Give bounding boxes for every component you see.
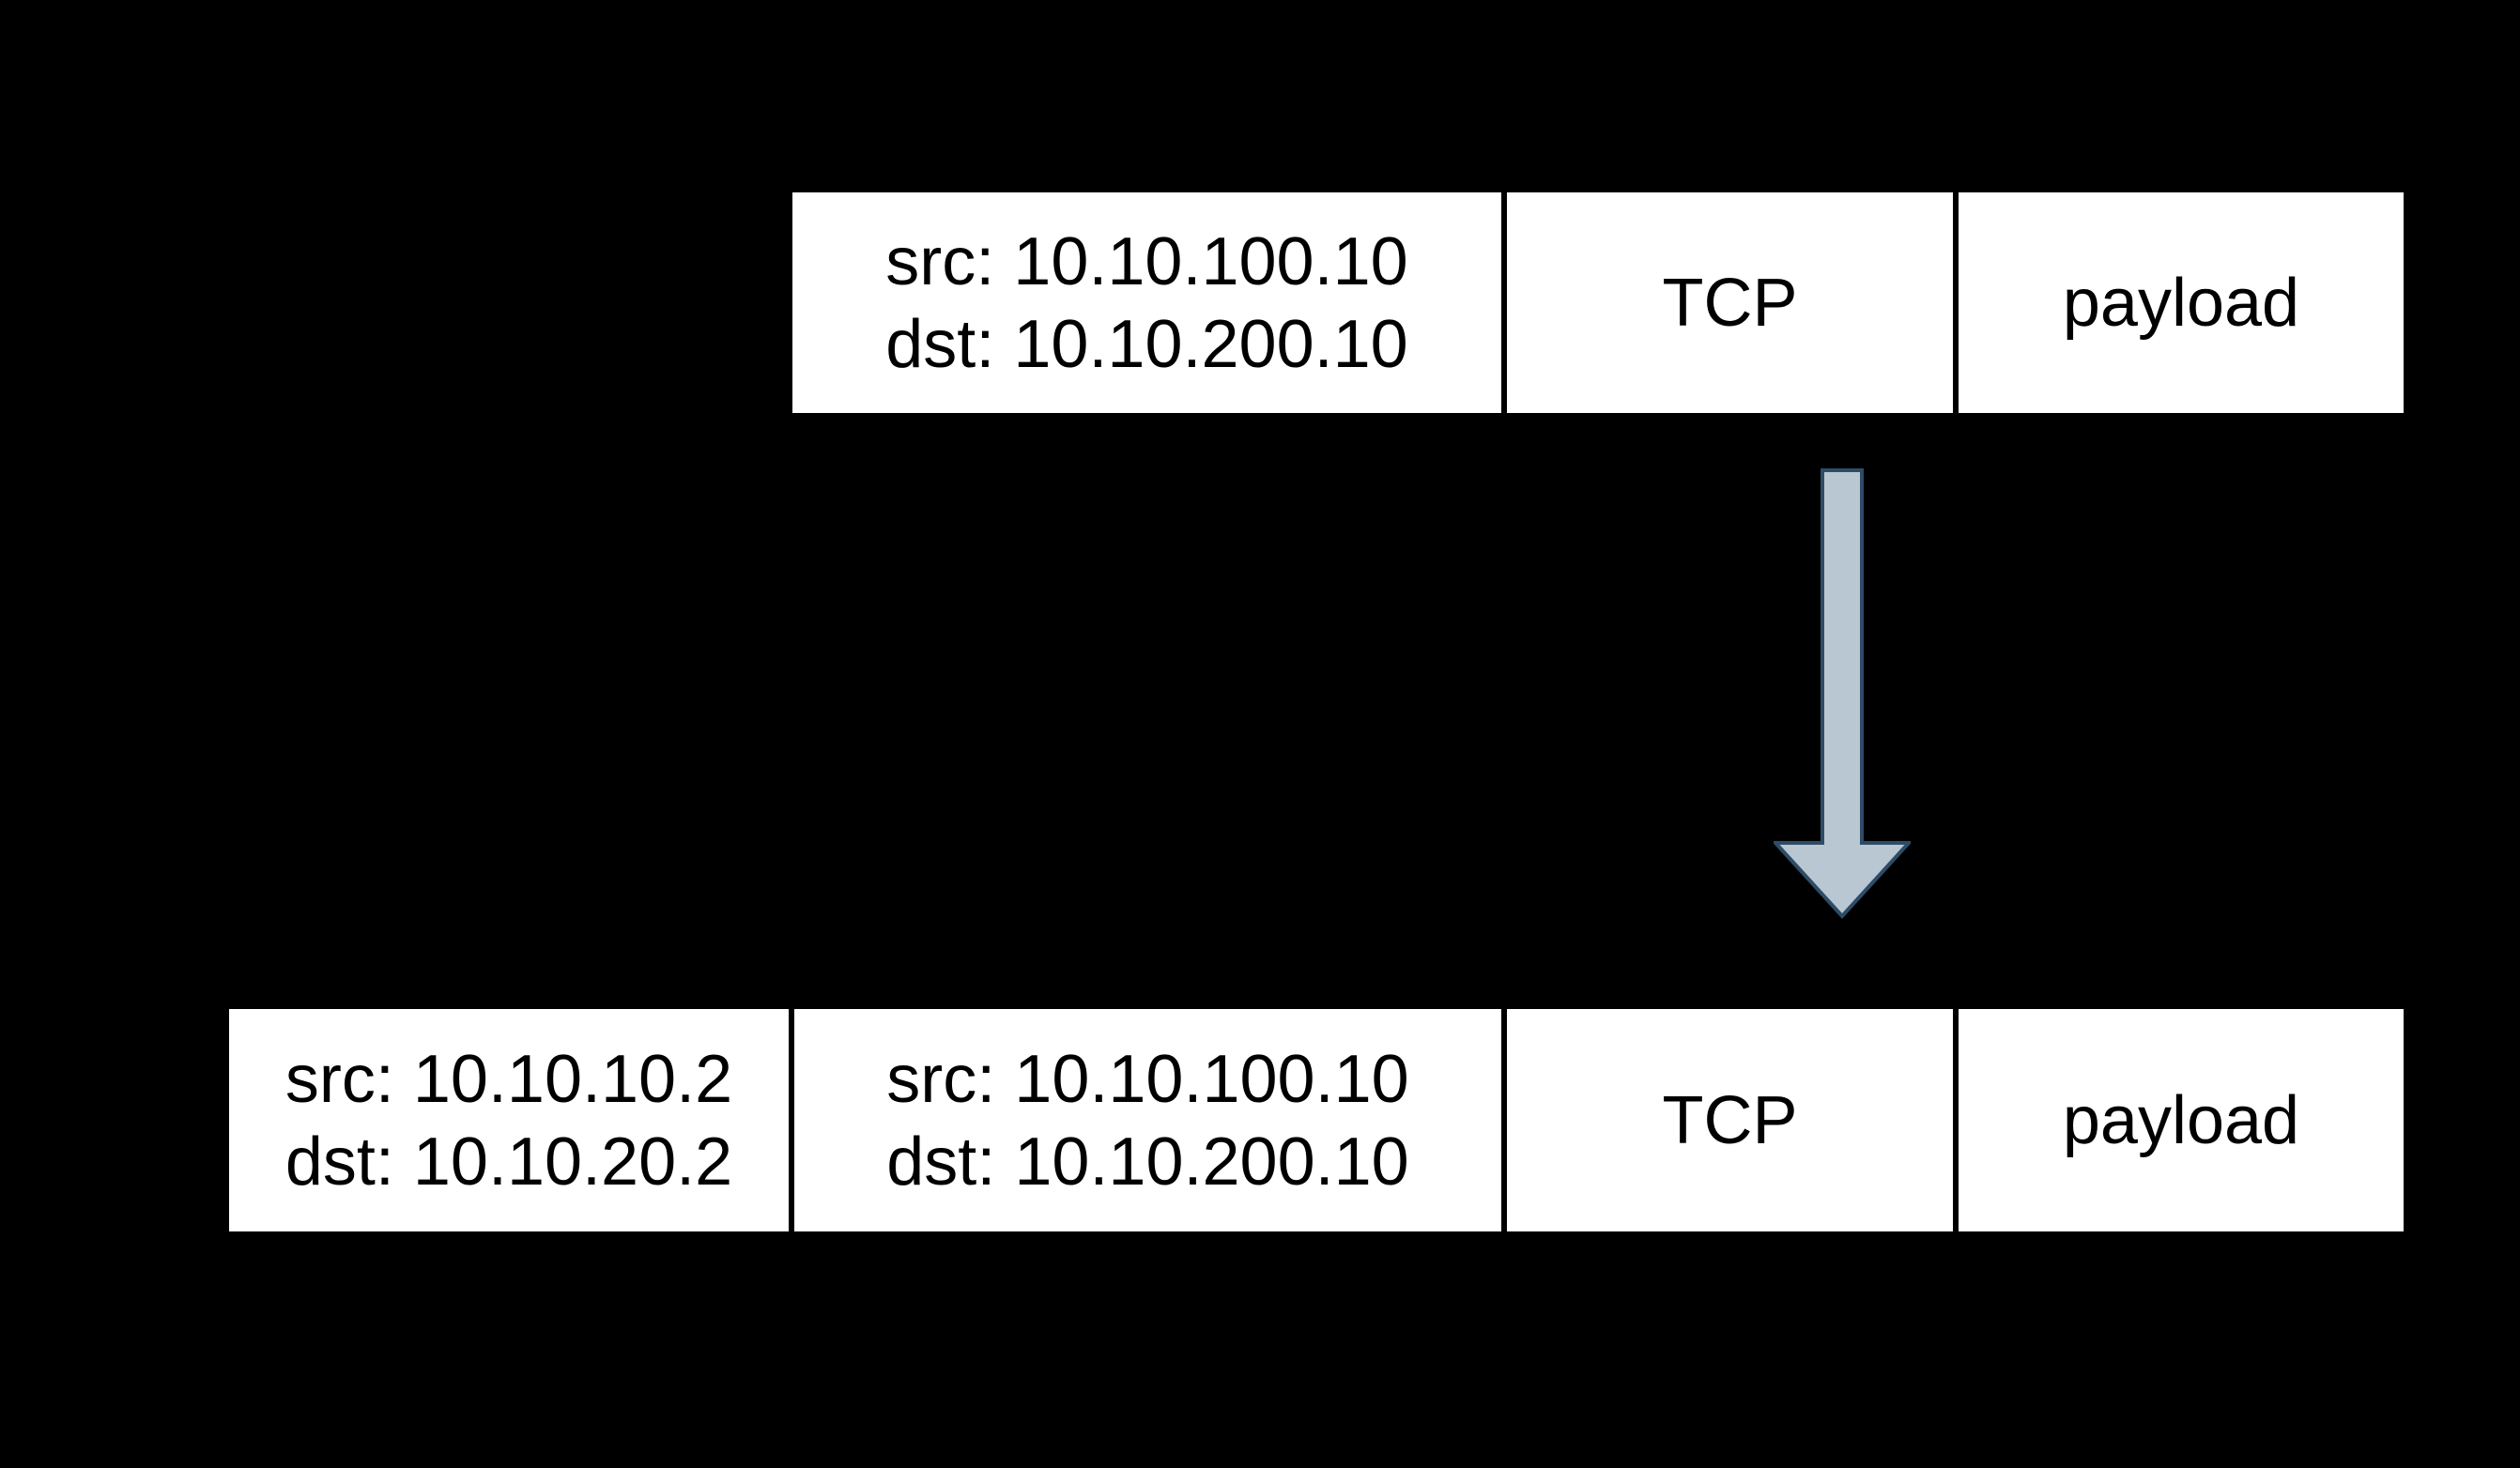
- inner-ip-header-cell: src: 10.10.100.10 dst: 10.10.200.10: [794, 1009, 1501, 1231]
- original-ip-src: src: 10.10.100.10: [885, 223, 1408, 299]
- outer-ip-dst: dst: 10.10.20.2: [284, 1124, 733, 1200]
- original-tcp-cell: TCP: [1507, 192, 1953, 413]
- original-ip-dst: dst: 10.10.200.10: [885, 306, 1408, 382]
- encapsulated-payload-cell: payload: [1959, 1009, 2404, 1231]
- original-payload-label: payload: [2062, 265, 2300, 341]
- outer-ip-src: src: 10.10.10.2: [284, 1041, 733, 1117]
- outer-ip-header-cell: src: 10.10.10.2 dst: 10.10.20.2: [229, 1009, 789, 1231]
- original-tcp-label: TCP: [1662, 265, 1798, 341]
- original-ip-header-cell: src: 10.10.100.10 dst: 10.10.200.10: [792, 192, 1501, 413]
- encapsulated-payload-label: payload: [2062, 1082, 2300, 1158]
- encapsulated-packet-row: src: 10.10.10.2 dst: 10.10.20.2 src: 10.…: [229, 1009, 2404, 1231]
- encapsulation-arrow: [1771, 468, 1913, 919]
- down-arrow-icon: [1771, 468, 1913, 919]
- original-packet-row: src: 10.10.100.10 dst: 10.10.200.10 TCP …: [792, 192, 2404, 413]
- original-payload-cell: payload: [1959, 192, 2404, 413]
- encapsulated-tcp-cell: TCP: [1507, 1009, 1953, 1231]
- encapsulated-tcp-label: TCP: [1662, 1082, 1798, 1158]
- inner-ip-dst: dst: 10.10.200.10: [886, 1124, 1409, 1200]
- inner-ip-src: src: 10.10.100.10: [886, 1041, 1409, 1117]
